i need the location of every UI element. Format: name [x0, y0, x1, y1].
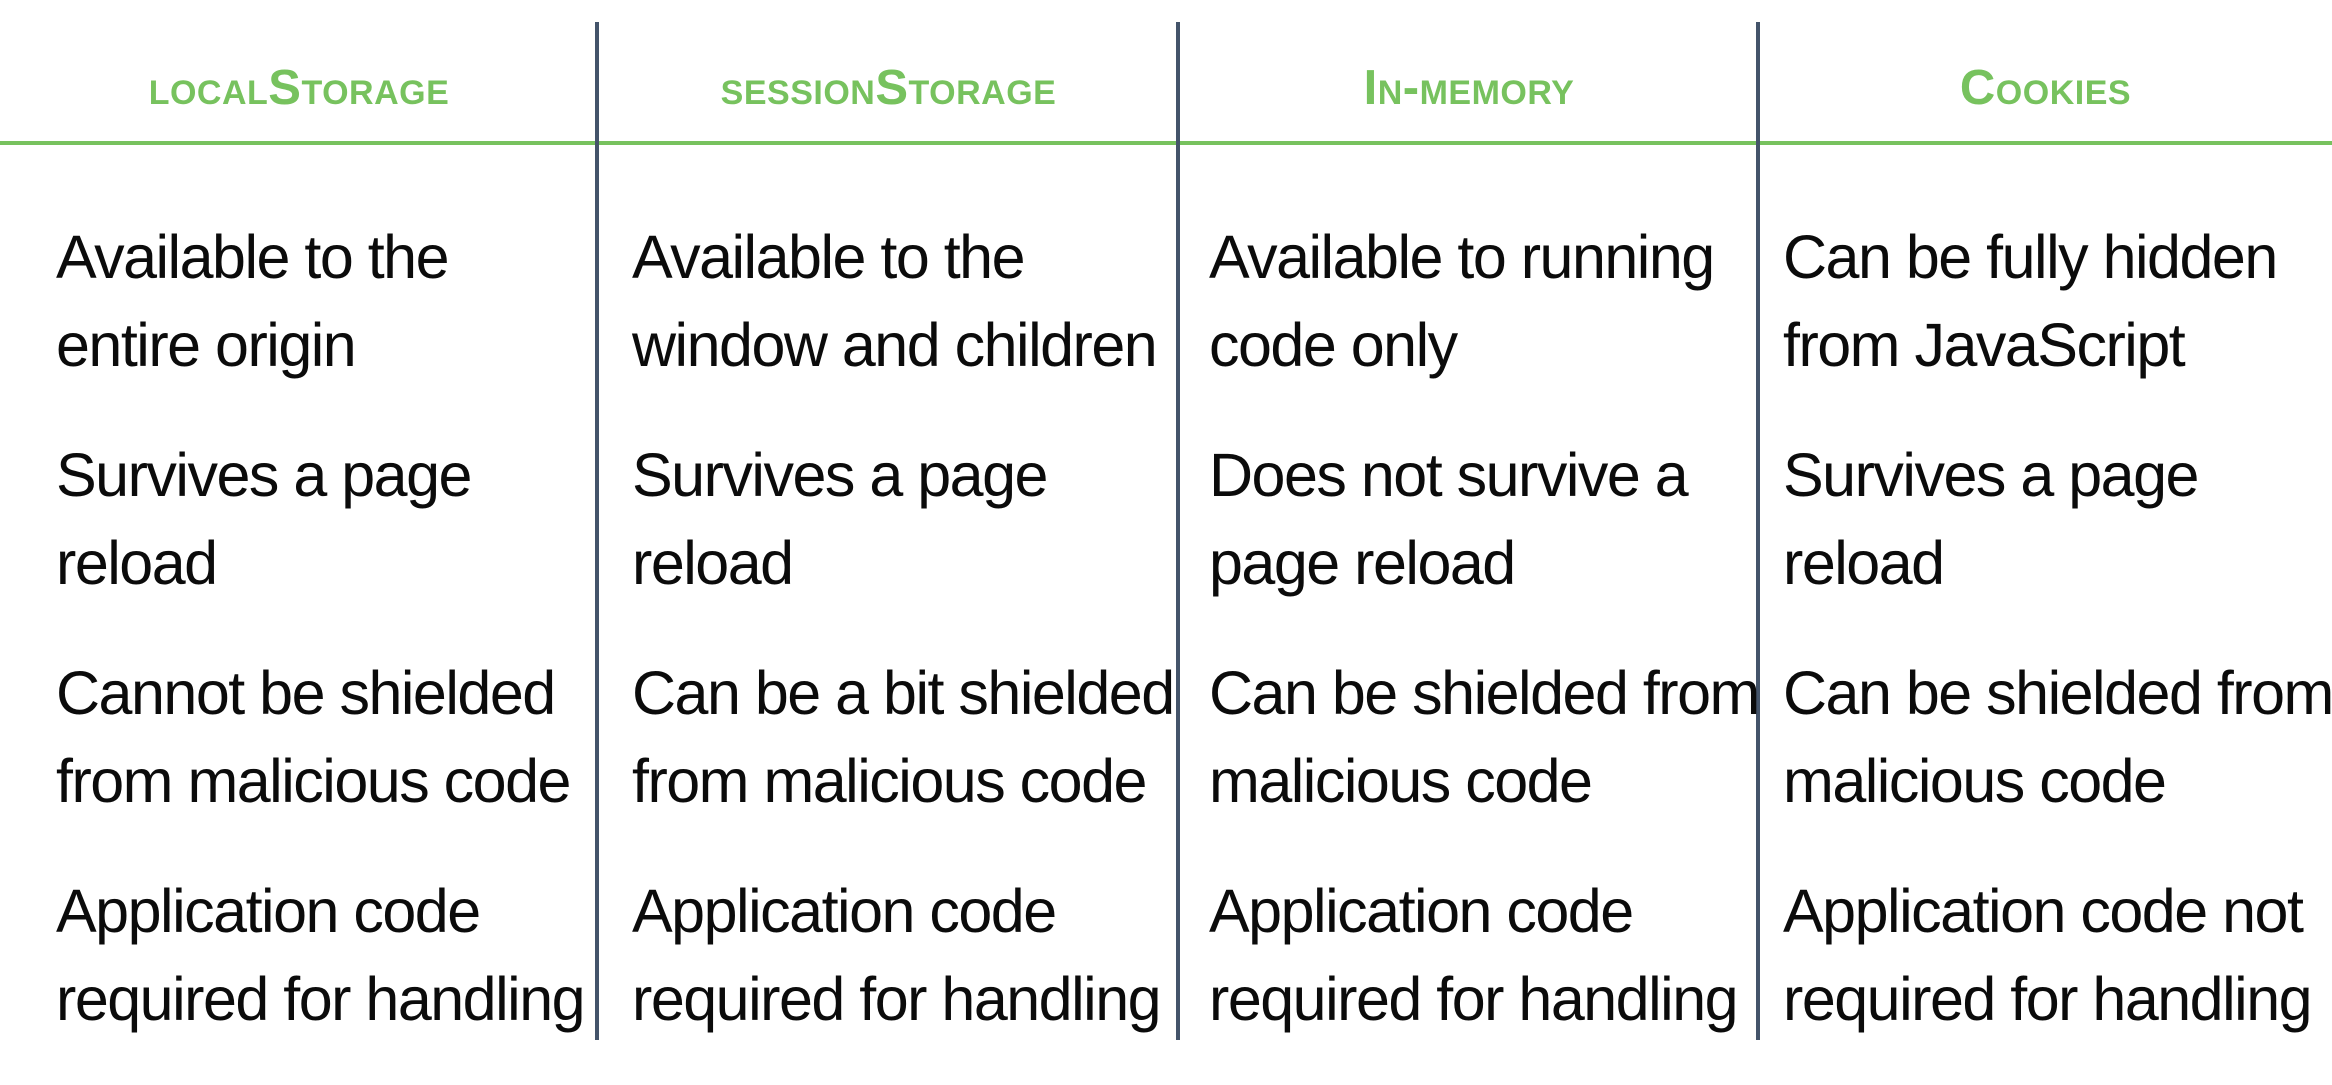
cell-cookies-1: Survives a page reload: [1783, 441, 2199, 597]
cell-localstorage-0: Available to the entire origin: [56, 223, 450, 379]
column-header-in-memory: In-memory: [1363, 60, 1575, 115]
cell-in-memory-2: Can be shielded from malicious code: [1209, 659, 1760, 815]
cell-sessionstorage-1: Survives a page reload: [632, 441, 1048, 597]
cell-sessionstorage-3: Application code required for handling: [632, 877, 1162, 1033]
cell-localstorage-2: Cannot be shielded from malicious code: [56, 659, 571, 815]
column-divider-2: [1176, 22, 1180, 1040]
column-header-cookies: Cookies: [1959, 60, 2132, 115]
header-underline-rule: [0, 141, 2332, 145]
table-header-row: localStorage sessionStorage In-memory Cooki…: [0, 0, 2332, 141]
cell-localstorage-1: Survives a page reload: [56, 441, 472, 597]
cell-localstorage-3: Application code required for handling: [56, 877, 586, 1033]
cell-in-memory-1: Does not survive a page reload: [1209, 441, 1689, 597]
cell-cookies-2: Can be shielded from malicious code: [1783, 659, 2332, 815]
column-header-sessionstorage: sessionStorage: [720, 60, 1057, 115]
storage-comparison-table: localStorage sessionStorage In-memory Cooki…: [0, 0, 2332, 1040]
cell-sessionstorage-2: Can be a bit shielded from malicious cod…: [632, 659, 1175, 815]
column-header-localstorage: localStorage: [148, 60, 450, 115]
column-divider-3: [1756, 22, 1760, 1040]
cell-in-memory-3: Application code required for handling: [1209, 877, 1739, 1033]
cell-sessionstorage-0: Available to the window and children: [632, 223, 1158, 379]
column-divider-1: [595, 22, 599, 1040]
cell-cookies-3: Application code not required for handli…: [1783, 877, 2313, 1033]
cell-in-memory-0: Available to running code only: [1209, 223, 1715, 379]
cell-cookies-0: Can be fully hidden from JavaScript: [1783, 223, 2278, 379]
